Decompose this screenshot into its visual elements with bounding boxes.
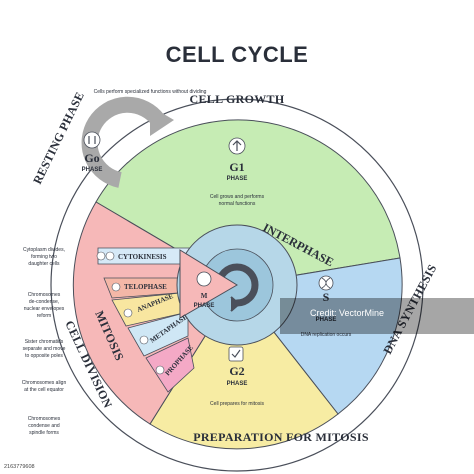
diagram-title: CELL CYCLE [166, 42, 309, 67]
g2-desc: Cell prepares for mitosis [210, 401, 264, 407]
m-phase-icon [196, 271, 212, 287]
step-telophase: TELOPHASE [124, 283, 167, 291]
side-note-line: nuclear envelopes [24, 306, 65, 312]
watermark-text: Credit: VectorMine [310, 308, 384, 318]
s-symbol: S [323, 290, 330, 304]
side-note-line: spindle forms [29, 430, 59, 436]
side-note-line: forming two [31, 254, 57, 260]
g0-desc: Cells perform specialized functions with… [94, 89, 207, 95]
g0-arrow [81, 96, 165, 188]
side-note-line: daughter cells [28, 261, 60, 267]
side-note-line: Cytoplasm divides, [23, 247, 65, 253]
g2-label: PHASE [227, 381, 248, 387]
g0-label: PHASE [82, 167, 103, 173]
s-desc: DNA replication occurs [301, 332, 352, 338]
g1-sector [95, 119, 401, 286]
g1-desc-2: normal functions [219, 201, 256, 207]
side-note-line: at the cell equator [24, 387, 64, 393]
g0-symbol: Go [84, 151, 99, 165]
stock-id: 2163779608 [4, 464, 35, 470]
arc-preparation: PREPARATION FOR MITOSIS [193, 430, 369, 444]
g2-check-icon [228, 346, 244, 362]
side-note-line: Sister chromatids [25, 339, 64, 345]
m-phase-label: PHASE [194, 303, 215, 309]
g1-label: PHASE [227, 176, 248, 182]
g2-symbol: G2 [229, 364, 244, 378]
side-note-line: Chromosomes [28, 416, 61, 422]
g1-desc-1: Cell grows and performs [210, 194, 265, 200]
prophase-band [145, 337, 195, 393]
side-note-line: separate and move [23, 346, 66, 352]
g0-loop: Go PHASE [81, 96, 174, 188]
arc-cell-growth: CELL GROWTH [190, 92, 285, 106]
mitosis-stairs [97, 247, 197, 393]
dna-helix-icon [321, 277, 331, 289]
metaphase-band [127, 311, 189, 357]
side-note-line: Chromosomes [28, 292, 61, 298]
side-note-line: to opposite poles [25, 353, 63, 359]
cycle-arrow-icon [215, 263, 259, 312]
side-note-line: reform [37, 313, 51, 319]
side-note-line: condense and [28, 423, 60, 429]
g1-symbol: G1 [229, 160, 244, 174]
s-label: PHASE [316, 317, 337, 323]
g0-pause-icon [83, 131, 101, 149]
g2-sector [149, 284, 339, 450]
step-cytokinesis: CYTOKINESIS [118, 253, 167, 261]
watermark-banner [280, 298, 474, 334]
arrow-up-icon [232, 140, 242, 151]
m-phase-symbol: M [201, 292, 208, 300]
side-note-line: de-condense, [29, 299, 59, 305]
side-note-line: Chromosomes align [22, 380, 67, 386]
g0-arrowhead [150, 106, 174, 136]
arc-resting: RESTING PHASE [30, 89, 87, 186]
